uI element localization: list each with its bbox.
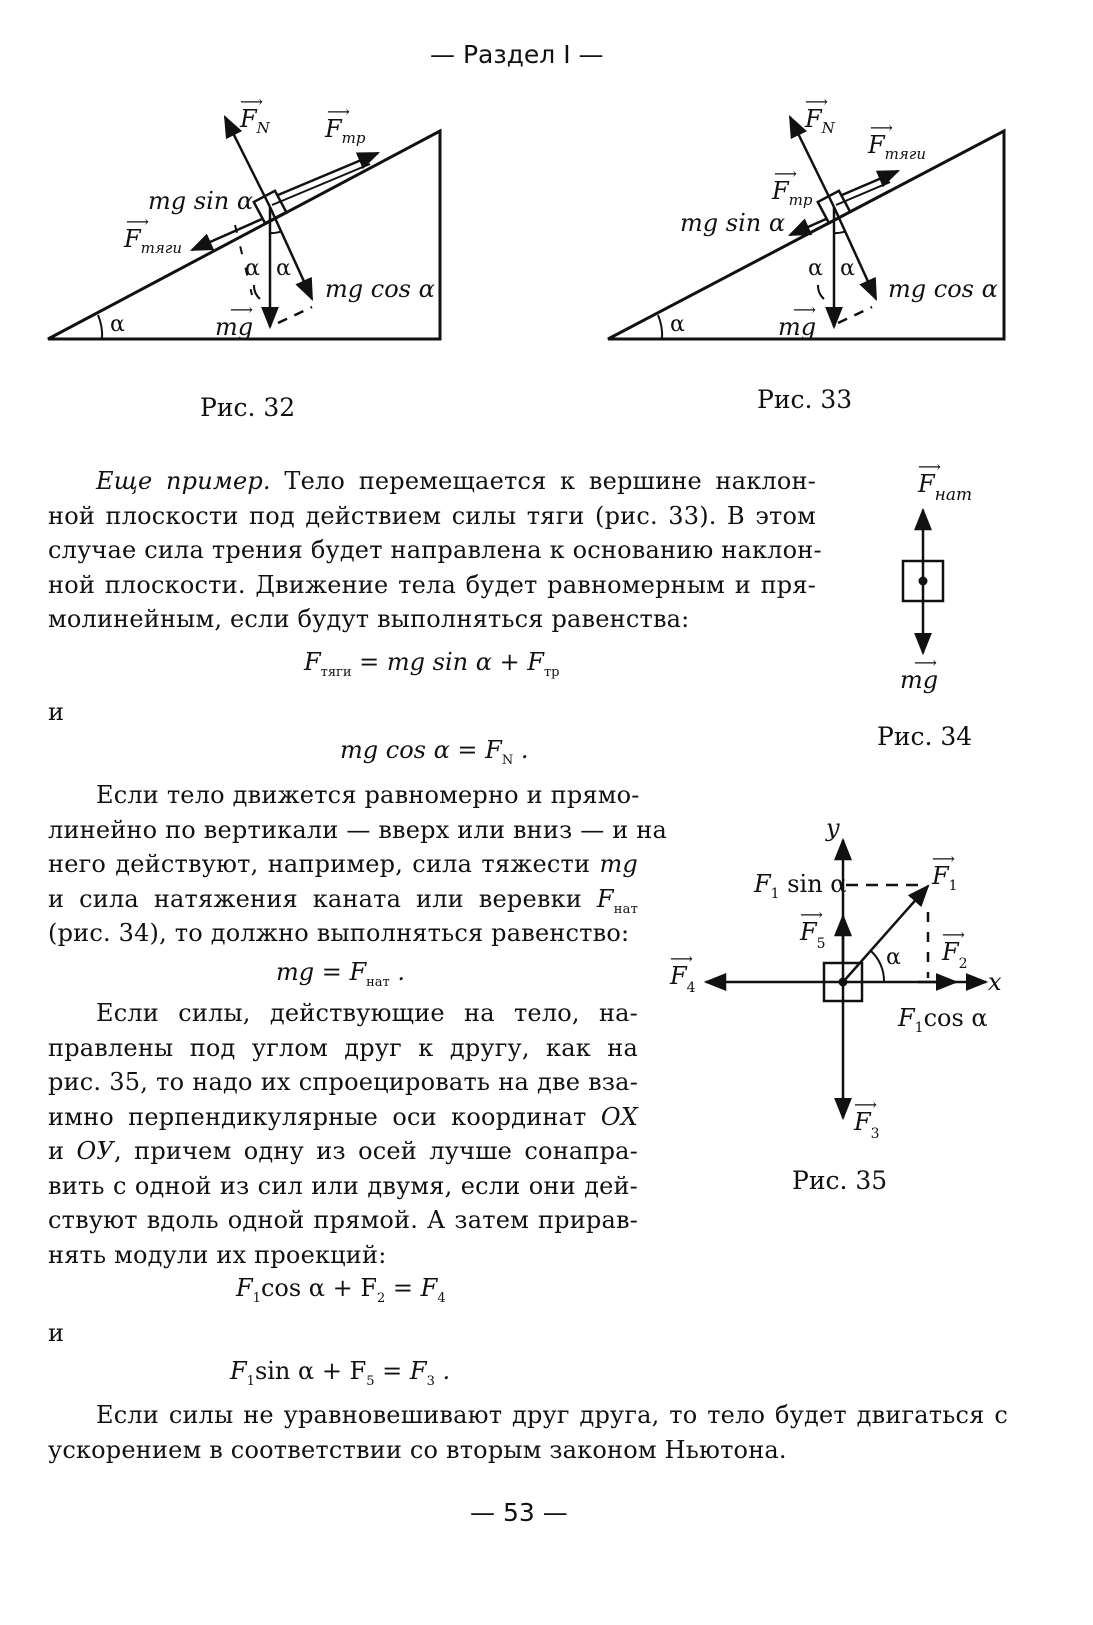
svg-text:⟶: ⟶ xyxy=(126,212,149,231)
ftr-arrow xyxy=(277,151,381,197)
figure-33: FN ⟶ Fтяги ⟶ Fтр ⟶ mg sin α α α α mg cos… xyxy=(607,92,1006,341)
equation-3: mg = Fнат . xyxy=(276,958,406,990)
mg-label: mg xyxy=(900,666,938,694)
svg-text:⟶: ⟶ xyxy=(870,118,893,137)
svg-text:⟶: ⟶ xyxy=(942,925,965,944)
alpha-label: α xyxy=(808,256,823,281)
f1sin-label: F1 sin α xyxy=(753,870,847,902)
mgcos-arrow xyxy=(268,206,314,302)
f1-label: F1 xyxy=(931,862,958,894)
page-number: — 53 — xyxy=(470,1498,568,1527)
fn-arrow xyxy=(223,114,272,208)
block xyxy=(901,559,945,603)
ftr-label: Fтр xyxy=(771,177,813,209)
equation-2: mg cos α = FN . xyxy=(340,736,529,768)
figure-35-caption: Рис. 35 xyxy=(792,1166,888,1195)
equation-1: Fтяги = mg sin α + Fтр xyxy=(304,648,560,680)
section-header: — Раздел I — xyxy=(430,40,604,69)
fn-label: FN xyxy=(239,105,271,137)
svg-text:⟶: ⟶ xyxy=(932,849,955,868)
paragraph-4: Если силы не уравновешивают друг друга, … xyxy=(48,1401,1008,1464)
equation-4: F1cos α + F2 = F4 xyxy=(236,1274,446,1306)
f5-label: F5 xyxy=(799,918,826,952)
f4-label: F4 xyxy=(669,962,696,996)
fthrust-arrow xyxy=(841,169,901,197)
svg-text:⟶: ⟶ xyxy=(918,457,941,476)
x-axis-label: x xyxy=(988,968,1002,996)
incline-triangle xyxy=(47,128,442,341)
figure-32: FN ⟶ Fтр ⟶ mg sin α Fтяги ⟶ α α α mg cos… xyxy=(47,92,442,341)
svg-text:⟶: ⟶ xyxy=(670,949,693,968)
svg-text:⟶: ⟶ xyxy=(327,102,350,121)
paragraph-2: Если тело движется равномерно и прямо- л… xyxy=(48,781,667,947)
svg-text:⟶: ⟶ xyxy=(240,92,263,111)
alpha-label: α xyxy=(840,256,855,281)
alpha-label: α xyxy=(245,256,260,281)
fn-arrow xyxy=(788,114,836,208)
base-alpha-label: α xyxy=(110,312,125,337)
alpha-label: α xyxy=(276,256,291,281)
ftr-label: Fтр xyxy=(324,115,366,147)
mgcos-label: mg cos α xyxy=(888,275,998,303)
fnat-label: Fнат xyxy=(917,470,972,505)
mgsin-label: mg sin α xyxy=(680,209,785,237)
fn-label: FN xyxy=(804,105,836,137)
svg-text:⟶: ⟶ xyxy=(230,300,253,319)
svg-text:⟶: ⟶ xyxy=(854,1095,877,1114)
svg-text:⟶: ⟶ xyxy=(805,92,828,111)
alpha-label: α xyxy=(886,945,901,970)
paragraph-1: Еще пример. Тело перемещается к вершине … xyxy=(48,467,822,633)
figure-34-caption: Рис. 34 xyxy=(877,722,973,751)
fthrust-label: Fтяги xyxy=(867,131,926,163)
figure-34: Fнат ⟶ mg ⟶ xyxy=(900,457,972,694)
mg-label: mg xyxy=(215,313,253,341)
figure-32-caption: Рис. 32 xyxy=(200,393,296,422)
f1-arrow xyxy=(842,884,930,983)
mgcos-label: mg cos α xyxy=(325,275,435,303)
figure-35: y x F1 sin α F1 ⟶ F5 ⟶ α F2 ⟶ F4 ⟶ F1cos… xyxy=(669,814,1002,1142)
f2-label: F2 xyxy=(941,938,968,972)
conjunction-and: и xyxy=(48,698,65,726)
svg-text:⟶: ⟶ xyxy=(793,300,816,319)
equation-5: F1sin α + F5 = F3 . xyxy=(230,1357,451,1389)
fthrust-label: Fтяги xyxy=(123,225,182,257)
f3-label: F3 xyxy=(853,1108,880,1142)
conjunction-and: и xyxy=(48,1319,65,1347)
f1cos-label: F1cos α xyxy=(897,1004,988,1036)
figure-33-caption: Рис. 33 xyxy=(757,385,853,414)
mgsin-arrow xyxy=(189,217,263,252)
mgcos-arrow xyxy=(832,206,878,302)
block xyxy=(822,961,864,1003)
ftr-arrow xyxy=(787,217,827,237)
svg-text:⟶: ⟶ xyxy=(800,905,823,924)
y-axis-label: y xyxy=(825,814,840,842)
mg-label: mg xyxy=(778,313,816,341)
base-alpha-label: α xyxy=(670,312,685,337)
svg-text:⟶: ⟶ xyxy=(774,164,797,183)
svg-text:⟶: ⟶ xyxy=(914,653,937,672)
paragraph-3: Если силы, действующие на тело, на- прав… xyxy=(48,999,638,1269)
mgsin-label: mg sin α xyxy=(148,187,253,215)
